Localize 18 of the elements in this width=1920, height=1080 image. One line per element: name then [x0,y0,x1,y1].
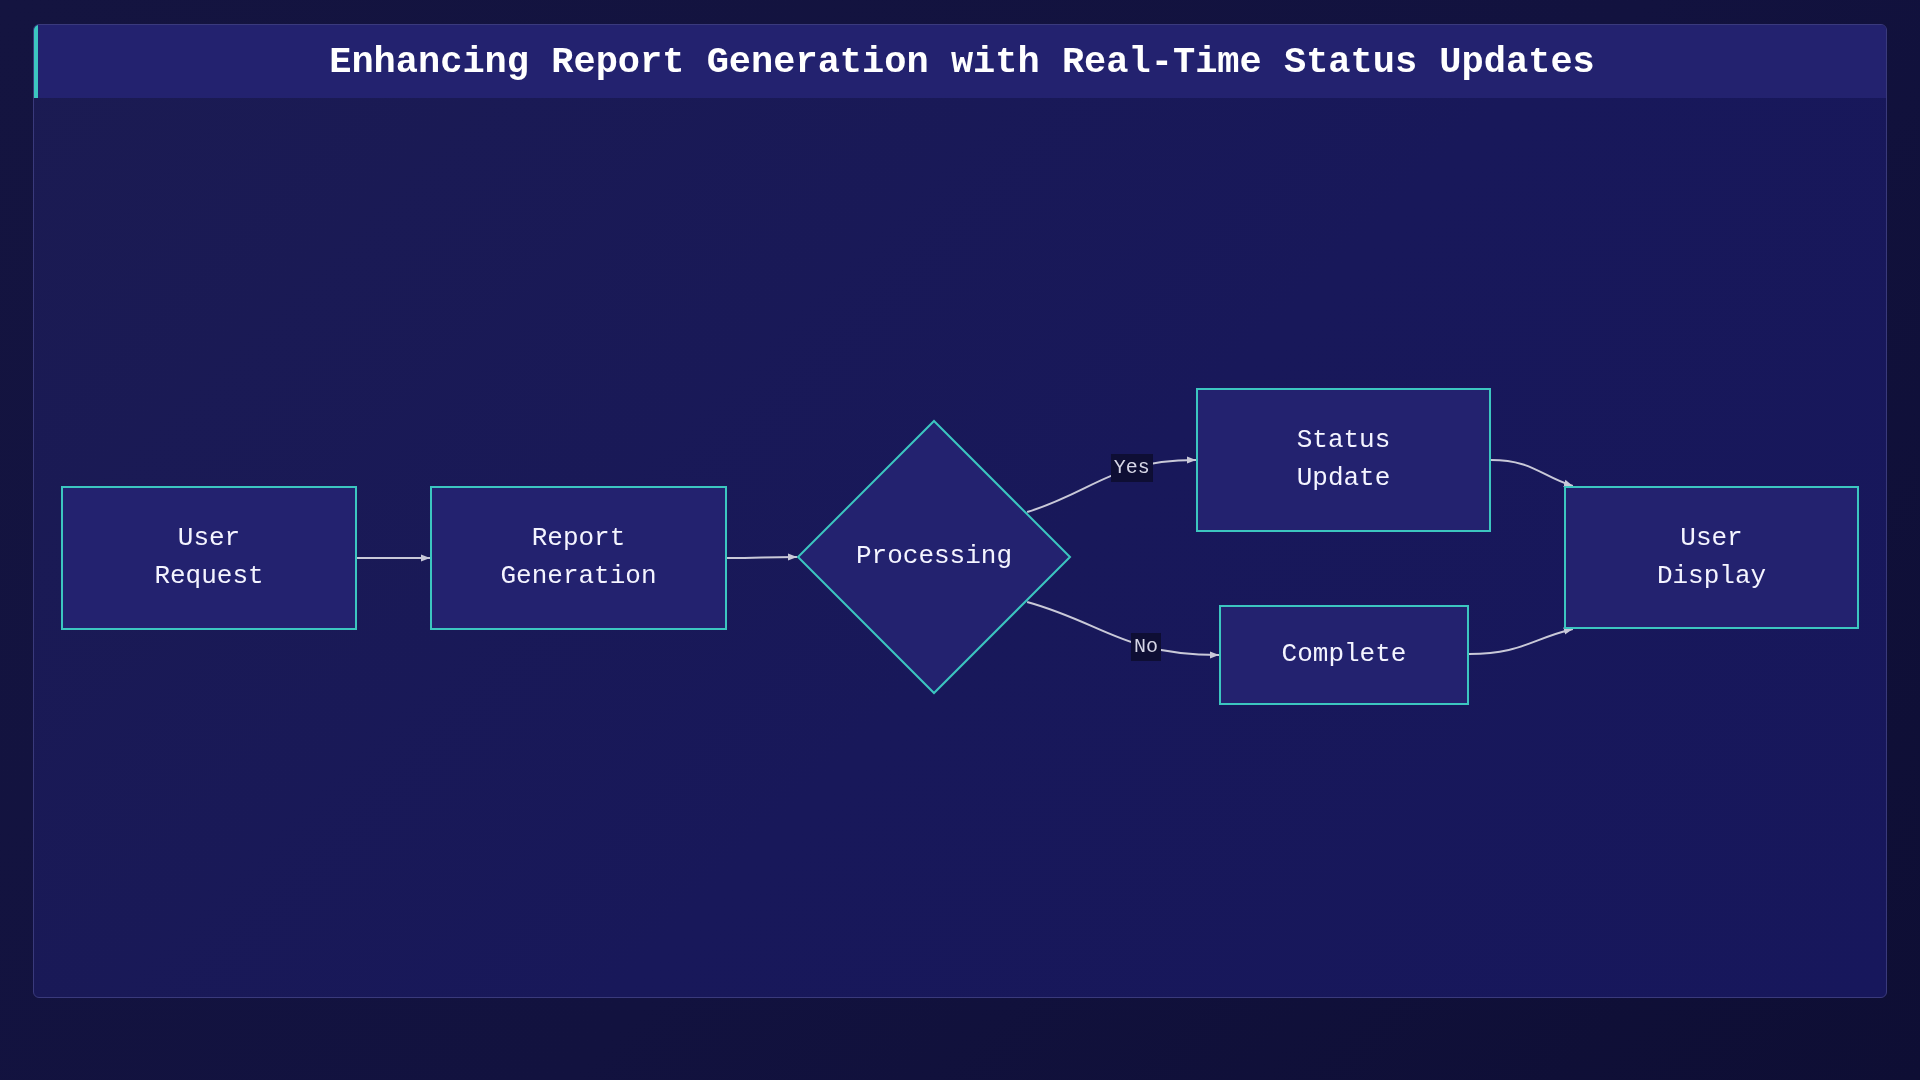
process-box [61,486,357,630]
node-label: User Request [153,522,265,593]
node-label: Complete [1281,638,1407,672]
edge-label: No [1131,632,1162,661]
arrow [726,553,798,561]
node-label: Report Generation [499,522,658,593]
node-label: Status Update [1295,424,1392,495]
arrow [1468,627,1574,655]
process-box [1196,388,1491,532]
edge-label: Yes [1110,454,1153,483]
node-label: User Display [1655,521,1768,593]
diagram-title: Enhancing Report Generation with Real-Time Status Updates [329,40,1595,83]
node-label: Processing [856,540,1012,574]
process-box [1564,486,1859,629]
process-box [1219,605,1469,705]
arrow [356,554,431,562]
arrow [1490,459,1574,487]
process-box [430,486,727,630]
